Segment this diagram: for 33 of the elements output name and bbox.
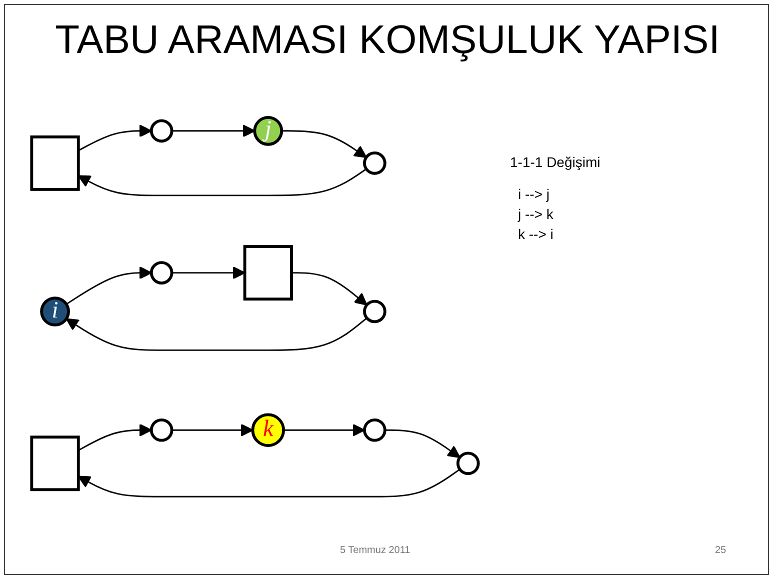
node-circle: j (253, 116, 284, 146)
node-circle (150, 261, 174, 284)
node-circle (363, 300, 386, 324)
arrow (384, 429, 460, 458)
arrow (282, 130, 367, 158)
arrow (172, 424, 254, 437)
node-box (243, 245, 293, 301)
arrow (78, 424, 152, 452)
arrow (292, 272, 368, 306)
node-circle (456, 452, 480, 476)
arrow (66, 266, 152, 305)
node-box (30, 135, 80, 191)
arrow (78, 168, 367, 196)
footer-date: 5 Temmuz 2011 (340, 545, 410, 556)
node-box (30, 436, 80, 492)
arrow (78, 124, 152, 152)
note-text: j --> k (516, 206, 554, 222)
node-circle (150, 119, 174, 143)
note-text: i --> j (517, 186, 550, 202)
node-circle: i (40, 296, 70, 326)
arrow (78, 468, 460, 498)
arrow (284, 424, 366, 437)
arrow (172, 124, 256, 138)
page-number: 25 (715, 545, 726, 556)
arrow (172, 266, 246, 280)
node-circle (363, 418, 386, 442)
note-text: k --> i (517, 226, 554, 242)
arrow (66, 317, 368, 351)
slide-title: TABU ARAMASI KOMŞULUK YAPISI (54, 18, 721, 63)
note-heading: 1-1-1 Değişimi (510, 154, 602, 170)
node-circle (363, 152, 386, 175)
node-circle: k (251, 413, 285, 447)
node-circle (150, 418, 174, 442)
